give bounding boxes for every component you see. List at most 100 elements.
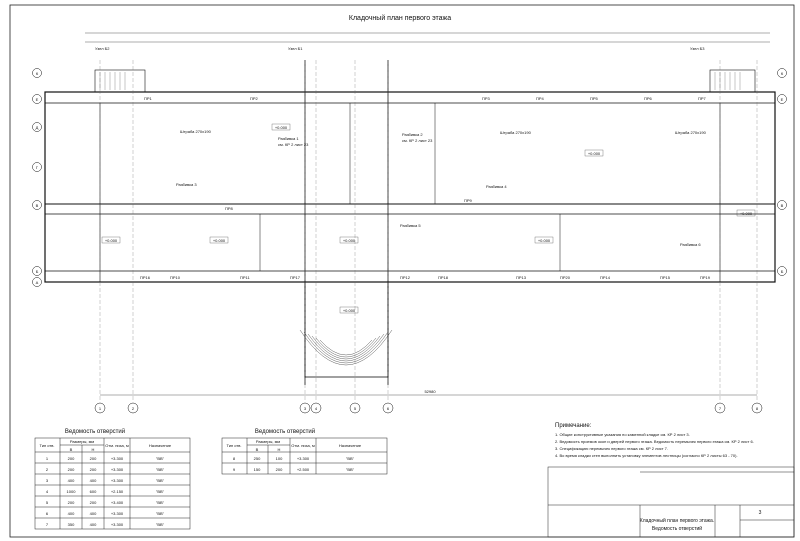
axis-7: 7 <box>714 402 726 414</box>
table1-cell: 200 <box>90 500 97 505</box>
table2-cell: 9 <box>233 467 236 472</box>
svg-text:8: 8 <box>756 406 759 411</box>
svg-text:Штраба 270х190: Штраба 270х190 <box>180 129 212 134</box>
svg-text:К: К <box>36 71 39 76</box>
axis-g: Г <box>32 162 42 172</box>
table1-cell: +3.300 <box>111 511 124 516</box>
svg-text:ПР2: ПР2 <box>250 96 259 101</box>
svg-text:Б: Б <box>781 269 784 274</box>
table1-cell: +3.300 <box>111 467 124 472</box>
svg-text:4: 4 <box>315 406 318 411</box>
svg-text:ПР13: ПР13 <box>516 275 527 280</box>
title-block: Кладочный план первого этажа. Ведомость … <box>547 466 795 538</box>
svg-text:Е: Е <box>781 97 784 102</box>
svg-text:6: 6 <box>387 406 390 411</box>
svg-text:ПР7: ПР7 <box>698 96 707 101</box>
sheet-frame <box>9 4 795 538</box>
svg-text:Узел Б2: Узел Б2 <box>95 46 110 51</box>
table1-cell: 200 <box>90 456 97 461</box>
curved-steps <box>299 329 393 366</box>
svg-text:Отм. низа, м: Отм. низа, м <box>291 443 315 448</box>
table1-cell: 400 <box>90 522 97 527</box>
overall-dimension: 52980 <box>424 389 436 394</box>
note-4: 4. Во время кладки стен выполнить устано… <box>555 453 738 458</box>
axis-bubbles-right: К Е В Б <box>777 68 787 276</box>
svg-text:ПР8: ПР8 <box>225 206 234 211</box>
svg-text:ПР19: ПР19 <box>700 275 711 280</box>
svg-text:Г: Г <box>36 165 39 170</box>
table1-cell: 1 <box>46 456 49 461</box>
svg-text:см. КР 2 лист 23: см. КР 2 лист 23 <box>402 138 433 143</box>
svg-text:+0.000: +0.000 <box>343 238 356 243</box>
svg-text:Разбивка 3: Разбивка 3 <box>176 182 197 187</box>
svg-text:Б: Б <box>36 269 39 274</box>
svg-text:+0.000: +0.000 <box>588 151 601 156</box>
stamp-line-1: Кладочный план первого этажа. <box>640 517 714 524</box>
svg-text:Штраба 270х190: Штраба 270х190 <box>675 130 707 135</box>
svg-text:5: 5 <box>354 406 357 411</box>
svg-text:7: 7 <box>719 406 722 411</box>
svg-text:Разбивка 1: Разбивка 1 <box>278 136 299 141</box>
axis-b: Б <box>32 266 42 276</box>
svg-text:+0.000: +0.000 <box>740 211 753 216</box>
axis-5: 5 <box>349 402 361 414</box>
table2-cell: "ВВ" <box>346 456 355 461</box>
svg-text:Тип отв.: Тип отв. <box>40 443 55 448</box>
svg-text:Размеры, мм: Размеры, мм <box>70 439 95 444</box>
table1-cell: "ВВ" <box>156 456 165 461</box>
svg-text:ПР10: ПР10 <box>170 275 181 280</box>
room-marks: +0.000 +0.000 +0.000 +0.000 +0.000 +0.00… <box>101 123 756 314</box>
table1-cell: 1000 <box>67 489 77 494</box>
svg-text:1: 1 <box>99 406 102 411</box>
table1-cell: 7 <box>46 522 49 527</box>
svg-text:Н: Н <box>92 447 95 452</box>
axis-e: Е <box>32 94 42 104</box>
svg-text:+0.000: +0.000 <box>213 238 226 243</box>
table1-cell: +3.400 <box>111 500 124 505</box>
svg-text:Размеры, мм: Размеры, мм <box>256 439 281 444</box>
svg-text:см. КР 2 лист 23: см. КР 2 лист 23 <box>278 142 309 147</box>
svg-text:Разбивка 5: Разбивка 5 <box>400 223 421 228</box>
table1-cell: 3 <box>46 478 49 483</box>
svg-text:Узел Б3: Узел Б3 <box>690 46 705 51</box>
table1-cell: 400 <box>68 478 75 483</box>
table1-cell: +3.300 <box>111 456 124 461</box>
table1-cell: 5 <box>46 500 49 505</box>
svg-text:Д: Д <box>36 125 39 130</box>
svg-text:А: А <box>36 280 39 285</box>
table2-cell: +3.300 <box>297 456 310 461</box>
table1-cell: "ВВ" <box>156 478 165 483</box>
svg-text:+0.000: +0.000 <box>105 238 118 243</box>
svg-text:Разбивка 6: Разбивка 6 <box>680 242 701 247</box>
openings-table-2: Ведомость отверстий Тип отв. Размеры, мм… <box>221 428 388 475</box>
svg-text:+0.000: +0.000 <box>343 308 356 313</box>
axis-k: К <box>32 68 42 78</box>
svg-text:2: 2 <box>132 406 135 411</box>
vertical-axes <box>99 60 758 400</box>
table1-cell: 600 <box>90 489 97 494</box>
axis-2: 2 <box>127 402 139 414</box>
svg-text:ПР6: ПР6 <box>644 96 653 101</box>
table1-cell: 2 <box>46 467 49 472</box>
svg-text:К: К <box>781 71 784 76</box>
table2-cell: 250 <box>254 456 261 461</box>
svg-text:Разбивка 2: Разбивка 2 <box>402 132 423 137</box>
table2-cell: 8 <box>233 456 236 461</box>
table1-cell: +3.300 <box>111 522 124 527</box>
table1-cell: 400 <box>90 511 97 516</box>
top-dimensions <box>85 32 770 43</box>
axis-v-right: В <box>777 200 787 210</box>
stamp-line-2: Ведомость отверстий <box>652 525 702 532</box>
svg-text:Разбивка 4: Разбивка 4 <box>486 184 507 189</box>
axis-1: 1 <box>94 402 106 414</box>
note-3: 3. Спецификацию перемычек первого этажа … <box>555 446 668 451</box>
callouts: Разбивка 1 см. КР 2 лист 23 Разбивка 2 с… <box>95 46 707 247</box>
table2-title: Ведомость отверстий <box>255 428 315 435</box>
svg-text:Е: Е <box>36 97 39 102</box>
stair-hatch <box>99 72 741 90</box>
axis-6: 6 <box>382 402 394 414</box>
svg-text:ПР18: ПР18 <box>438 275 449 280</box>
table2-cell: "ВВ" <box>346 467 355 472</box>
openings-table-1: Ведомость отверстий Тип отв. Размеры, мм… <box>34 428 191 530</box>
